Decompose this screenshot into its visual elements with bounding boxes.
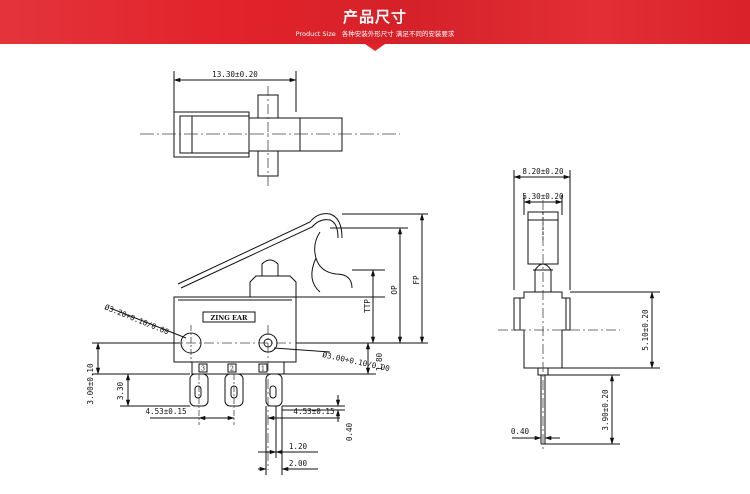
body-outline [173, 111, 250, 158]
dim-3-30-label: 3.30 [116, 381, 125, 400]
switch-body [173, 296, 297, 363]
height-5-10-label: 5.10±0.20 [641, 309, 650, 351]
subtitle-english: Product Size [295, 30, 336, 38]
section-title: 产品尺寸 [342, 8, 407, 26]
fp-label: FP [412, 275, 421, 285]
width-8-20-label: 8.20±0.20 [522, 167, 564, 176]
dim-1-20-label: 1.20 [289, 442, 308, 451]
lever-outline [248, 117, 343, 152]
actuator-plunger [261, 259, 279, 276]
section-subtitle: Product Size 各种安装外形尺寸 满足不同的安装要求 [0, 28, 750, 38]
brand-label-box [202, 311, 256, 323]
banner-texture [0, 0, 750, 44]
ttp-label: TTP [363, 299, 372, 313]
banner-notch [365, 44, 385, 51]
dim-3-00-label: 3.00±0.10 [86, 363, 95, 405]
hole-left-dim-label: Ø3.20+0.10/0.00 [103, 303, 170, 337]
pitch-right-label: 4.53±0.15 [293, 407, 334, 416]
hole-left-leader [109, 307, 187, 339]
height-3-90-label: 3.90±0.20 [601, 389, 610, 431]
subtitle-chinese: 各种安装外形尺寸 满足不同的安装要求 [341, 30, 455, 38]
lever-arm [177, 213, 343, 285]
lever-hook [314, 231, 353, 289]
dim-2-00-label: 2.00 [289, 459, 308, 468]
pitch-left-label: 4.53±0.15 [145, 407, 186, 416]
section-banner: 产品尺寸 Product Size 各种安装外形尺寸 满足不同的安装要求 [0, 0, 750, 44]
side-view [498, 170, 660, 450]
terminal-num-2: 2 [230, 365, 234, 373]
dim-0-40-label: 0.40 [345, 422, 354, 441]
hole-right-leader [273, 347, 331, 353]
op-label: OP [390, 285, 399, 295]
brand-label: ZING EAR [211, 314, 249, 322]
terminal-1 [265, 373, 283, 407]
thickness-0-40-label: 0.40 [511, 427, 530, 436]
front-view [92, 213, 428, 475]
top-view [140, 71, 400, 186]
terminal-num-3: 3 [201, 365, 205, 373]
width-dim-label: 13.30±0.20 [212, 70, 258, 79]
width-5-30-label: 5.30±0.20 [522, 192, 564, 201]
dim-1-80-label: 1.80 [375, 352, 384, 371]
terminal-num-1: 1 [261, 365, 265, 373]
